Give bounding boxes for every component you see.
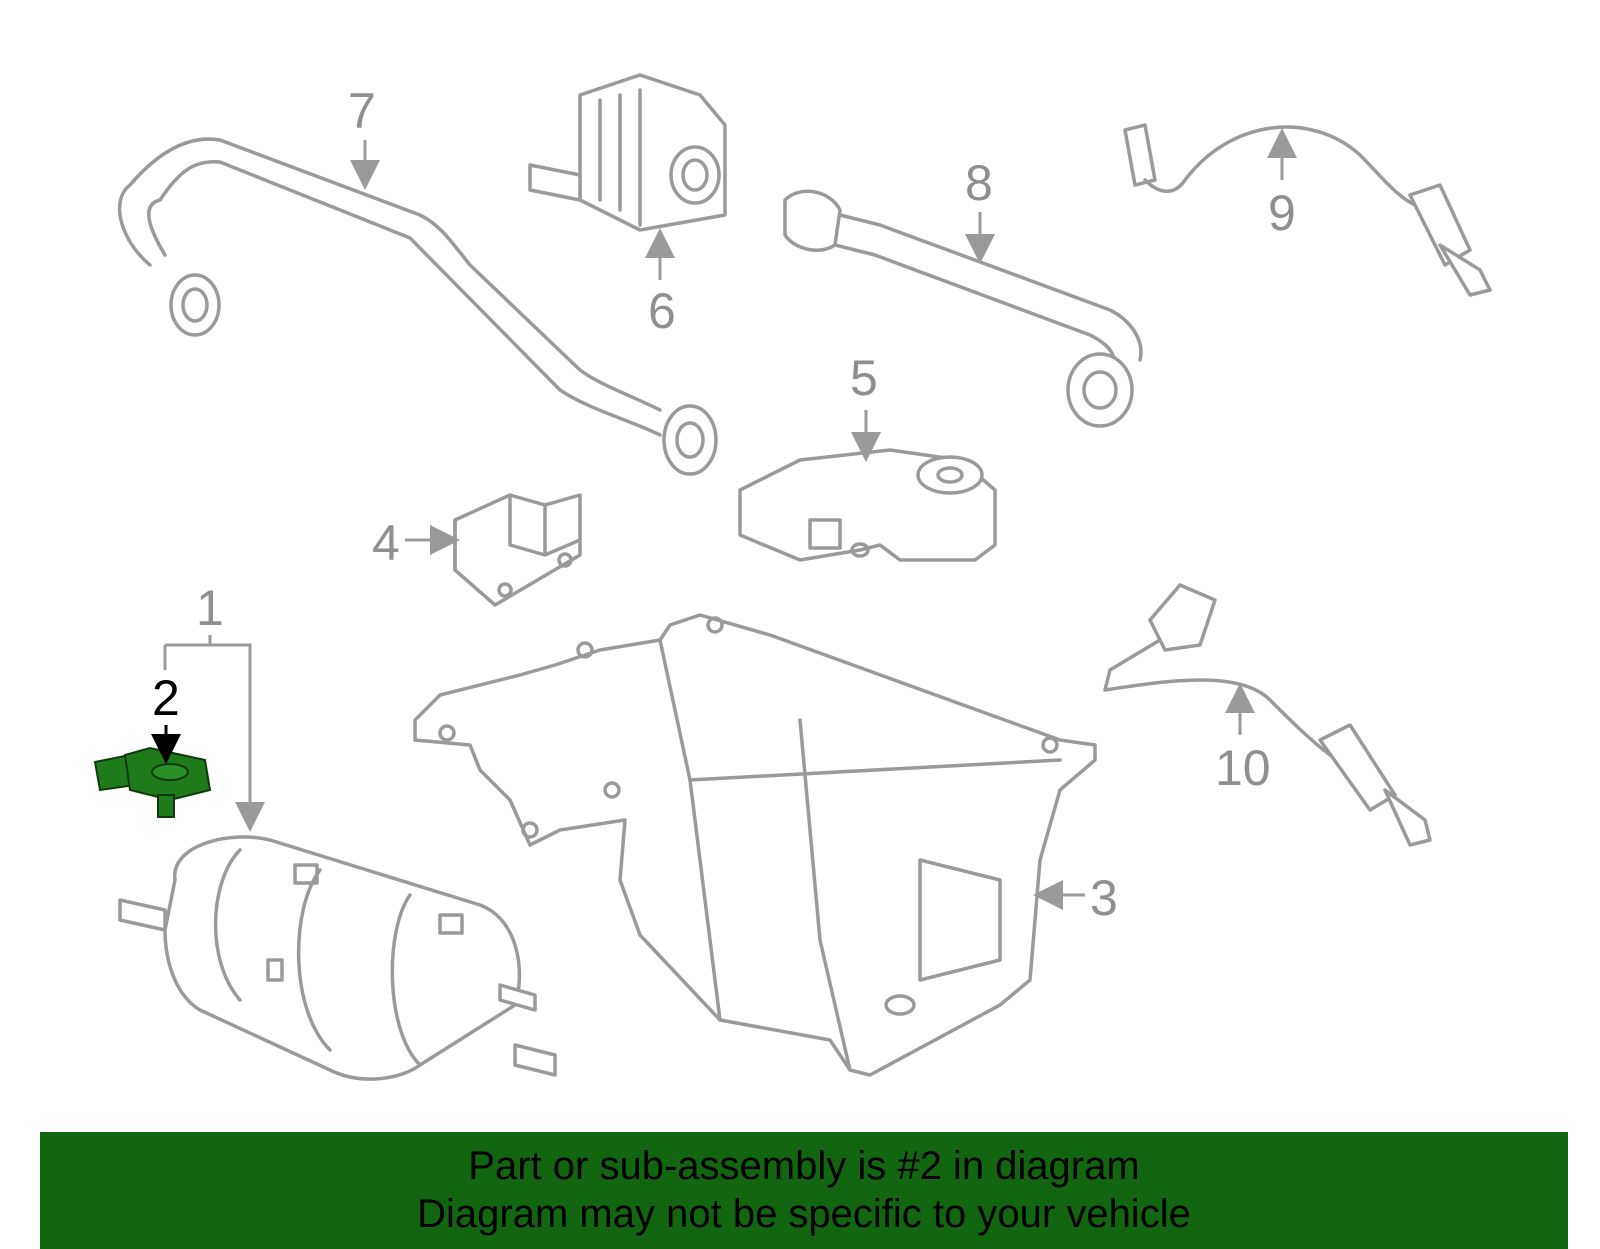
part-2-sensor-highlighted[interactable] bbox=[93, 746, 212, 818]
callout-5: 5 bbox=[850, 350, 878, 406]
part-6-solenoid[interactable] bbox=[528, 73, 727, 232]
part-3-tray[interactable] bbox=[413, 613, 1097, 1077]
part-7-hose[interactable] bbox=[117, 137, 718, 476]
info-banner: Part or sub-assembly is #2 in diagram Di… bbox=[40, 1132, 1568, 1249]
callout-7: 7 bbox=[348, 83, 376, 139]
part-10-sensor[interactable] bbox=[1103, 583, 1432, 847]
banner-line-1: Part or sub-assembly is #2 in diagram bbox=[468, 1144, 1140, 1188]
callout-9: 9 bbox=[1268, 185, 1296, 241]
callout-2: 2 bbox=[152, 670, 180, 726]
part-4-bracket[interactable] bbox=[453, 493, 582, 607]
callout-6: 6 bbox=[648, 283, 676, 339]
parts-diagram: 7 6 8 9 5 bbox=[93, 73, 1492, 1081]
part-9-sensor[interactable] bbox=[1123, 123, 1492, 297]
callout-4: 4 bbox=[372, 515, 400, 571]
part-8-hose[interactable] bbox=[783, 189, 1143, 428]
part-1-canister[interactable] bbox=[118, 835, 557, 1081]
part-5-vent-valve[interactable] bbox=[738, 448, 997, 562]
callout-1: 1 bbox=[196, 580, 224, 636]
callout-10: 10 bbox=[1215, 740, 1271, 796]
banner-line-2: Diagram may not be specific to your vehi… bbox=[417, 1192, 1191, 1236]
callout-8: 8 bbox=[965, 155, 993, 211]
callout-3: 3 bbox=[1090, 870, 1118, 926]
